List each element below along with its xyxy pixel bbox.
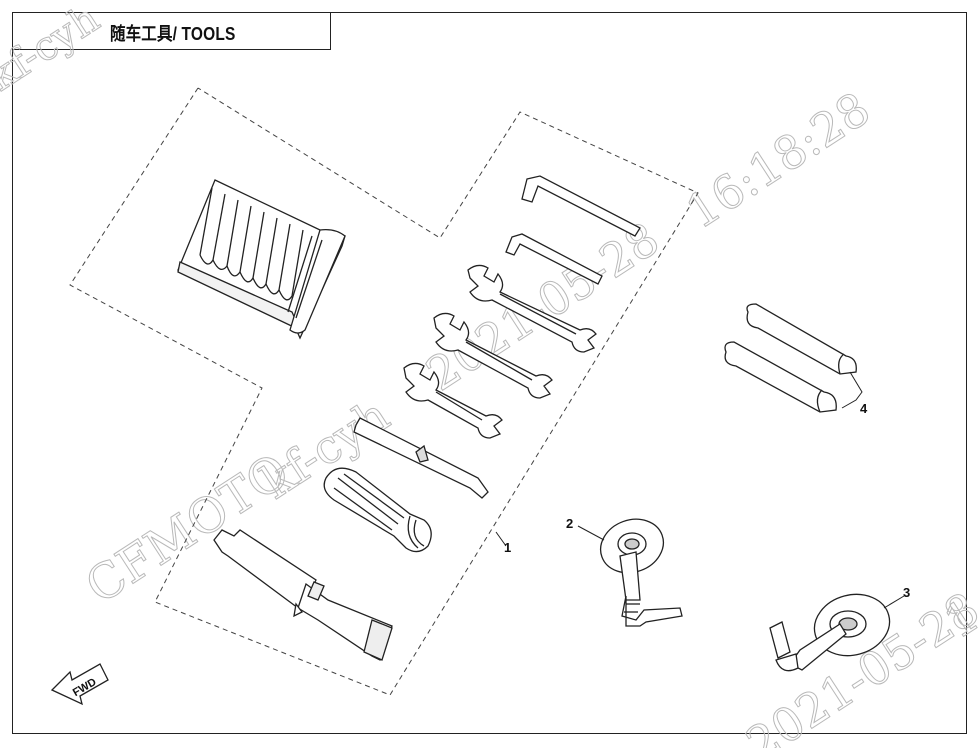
watermark-date-mid: 2021-05-28 (417, 211, 669, 401)
callout-1: 1 (504, 540, 511, 555)
watermark-time: 16:18:28 (677, 81, 880, 239)
tool-roll-pouch (177, 179, 346, 340)
part-4-grips (724, 303, 857, 413)
wrench-1 (467, 264, 597, 353)
kit-dashed-outline (69, 87, 699, 696)
drawing-frame (12, 12, 967, 734)
screwdriver-handle (323, 467, 432, 553)
wrench-2 (433, 312, 553, 399)
fwd-arrow-icon: FWD (50, 663, 109, 706)
hex-key-small (505, 233, 603, 285)
callout-2: 2 (566, 516, 573, 531)
callout-4: 4 (860, 401, 868, 416)
part-3-assembly (769, 593, 891, 672)
watermark-brand: CFMOTO (76, 443, 299, 615)
part-2-assembly (599, 518, 683, 627)
wrench-3 (403, 362, 503, 439)
screwdriver-shaft (353, 417, 489, 499)
callout-3: 3 (903, 585, 910, 600)
title-box (12, 12, 331, 50)
hex-key-large (521, 175, 641, 237)
leader-lines (495, 371, 905, 609)
page-title: 随车工具/ TOOLS (110, 24, 236, 44)
watermark-user-top: kf-cyh (0, 0, 108, 100)
spark-plug-wrench (213, 529, 393, 661)
